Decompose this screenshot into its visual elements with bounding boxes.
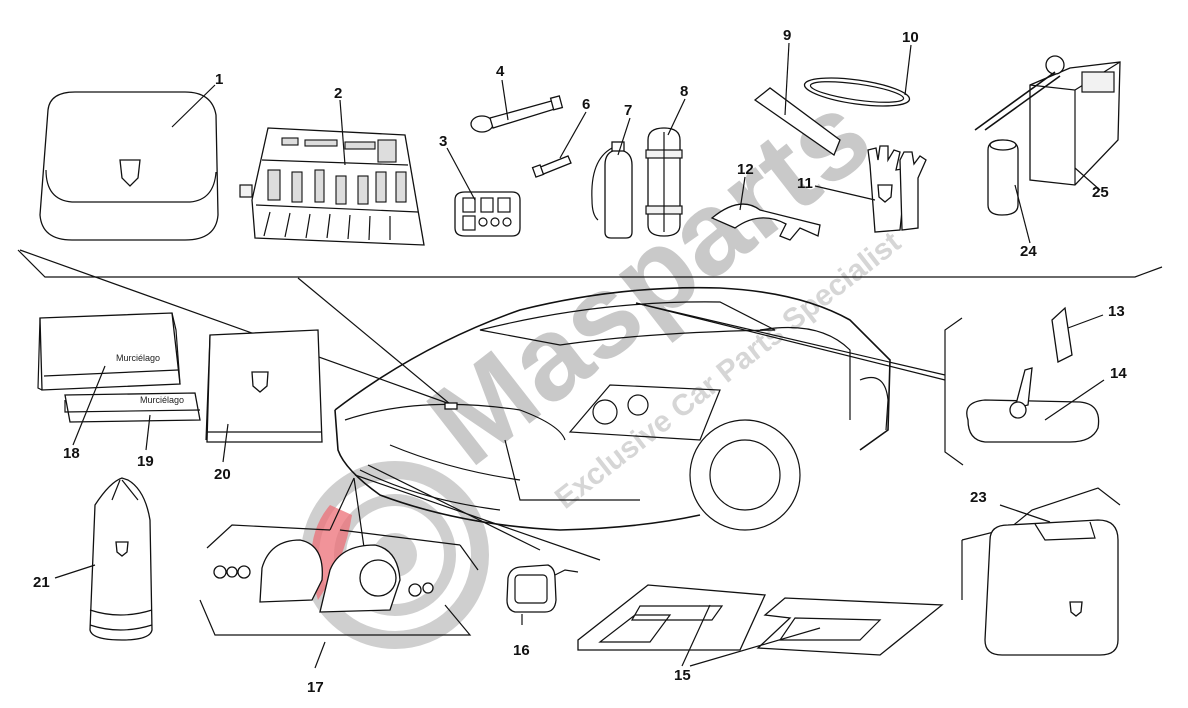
callout-3: 3 <box>439 133 447 150</box>
callout-17: 17 <box>307 679 324 696</box>
callout-numbers: 1 2 3 4 6 7 8 9 10 11 12 13 14 15 16 17 … <box>33 27 1127 696</box>
part-3-fuse-kit <box>454 191 521 237</box>
part-18-19-20-manuals: Murciélago Murciélago <box>37 312 323 463</box>
part-15-floor-mats <box>577 584 944 667</box>
callout-11: 11 <box>797 175 813 192</box>
luggage-shield-icon <box>1069 601 1083 617</box>
callout-19: 19 <box>137 453 154 470</box>
part-8-rolled-cover <box>645 127 683 237</box>
callout-24: 24 <box>1020 243 1037 260</box>
callout-2: 2 <box>334 85 342 102</box>
callout-1: 1 <box>215 71 223 88</box>
bracket-group-13-14 <box>944 306 1100 466</box>
callout-20: 20 <box>214 466 231 483</box>
callout-18: 18 <box>63 445 80 462</box>
callout-leader-lines <box>171 42 1105 421</box>
callout-13: 13 <box>1108 303 1125 320</box>
callout-4: 4 <box>496 63 505 80</box>
car-leader-lines <box>354 302 946 561</box>
book-18-title: Murciélago <box>116 353 160 363</box>
book-19-title: Murciélago <box>140 395 184 405</box>
part-12-bracket-clip <box>710 203 821 241</box>
part-2-tool-roll <box>239 127 425 246</box>
book-20-shield-icon <box>251 371 269 393</box>
callout-8: 8 <box>680 83 688 100</box>
watermark-logo-icon <box>301 461 489 649</box>
lamborghini-shield-icon <box>119 159 141 187</box>
part-10-belt-loop <box>803 77 911 107</box>
part-11-gloves <box>867 145 927 233</box>
bag-shield-icon <box>115 541 129 557</box>
part-25-battery-charger <box>974 55 1121 186</box>
callout-25: 25 <box>1092 184 1109 201</box>
callout-12: 12 <box>737 161 754 178</box>
callout-23: 23 <box>970 489 987 506</box>
part-24-container <box>987 139 1019 216</box>
part-1-case <box>39 91 219 241</box>
callout-16: 16 <box>513 642 530 659</box>
callout-21: 21 <box>33 574 50 591</box>
glove-shield-icon <box>877 184 893 203</box>
part-9-scraper-strip <box>753 87 841 157</box>
part-7-tyre-inflator <box>591 141 633 239</box>
callout-6: 6 <box>582 96 590 113</box>
part-23-luggage-case <box>961 487 1121 656</box>
part-17-horn-set <box>199 477 479 669</box>
callout-10: 10 <box>902 29 919 46</box>
part-6-tow-bolt <box>531 155 572 178</box>
part-21-duffel-bag <box>54 477 153 641</box>
part-4-wheel-spanner <box>470 95 564 133</box>
callout-9: 9 <box>783 27 791 44</box>
callout-15: 15 <box>674 667 691 684</box>
part-16-sensor-unit <box>506 564 579 625</box>
section-divider-lines <box>17 249 1163 405</box>
callout-14: 14 <box>1110 365 1127 382</box>
callout-7: 7 <box>624 102 632 119</box>
